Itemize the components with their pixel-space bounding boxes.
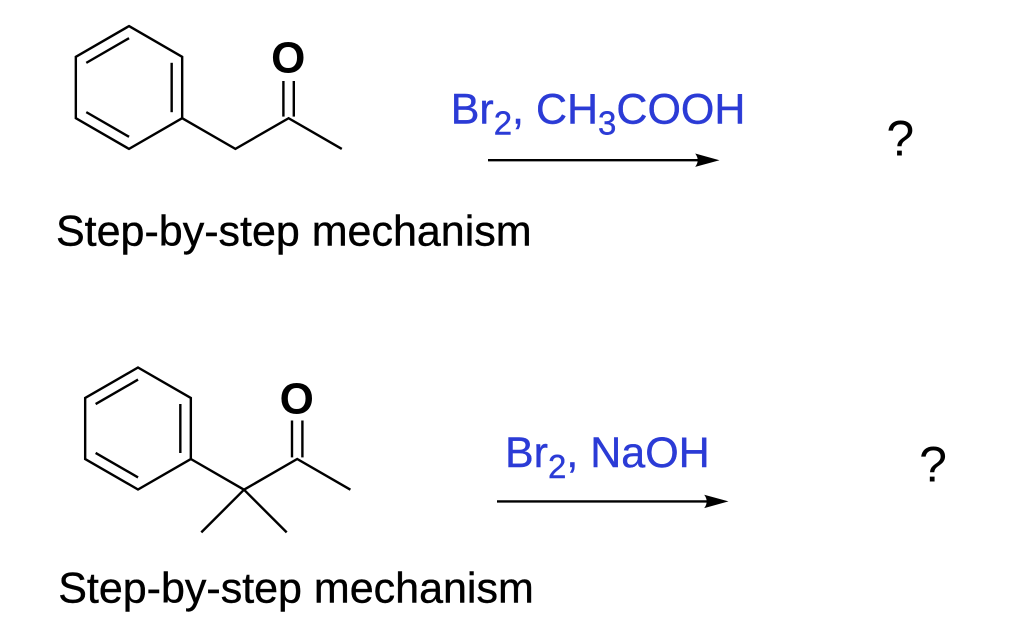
- svg-text:Br2, CH3COOH: Br2, CH3COOH: [451, 86, 746, 142]
- svg-text:O: O: [280, 375, 314, 424]
- svg-text:O: O: [271, 33, 305, 82]
- svg-text:Step-by-step mechanism: Step-by-step mechanism: [58, 565, 534, 613]
- svg-text:Br2, NaOH: Br2, NaOH: [505, 429, 710, 485]
- svg-text:?: ?: [919, 437, 947, 493]
- svg-text:Step-by-step mechanism: Step-by-step mechanism: [56, 208, 532, 256]
- svg-text:?: ?: [886, 111, 914, 167]
